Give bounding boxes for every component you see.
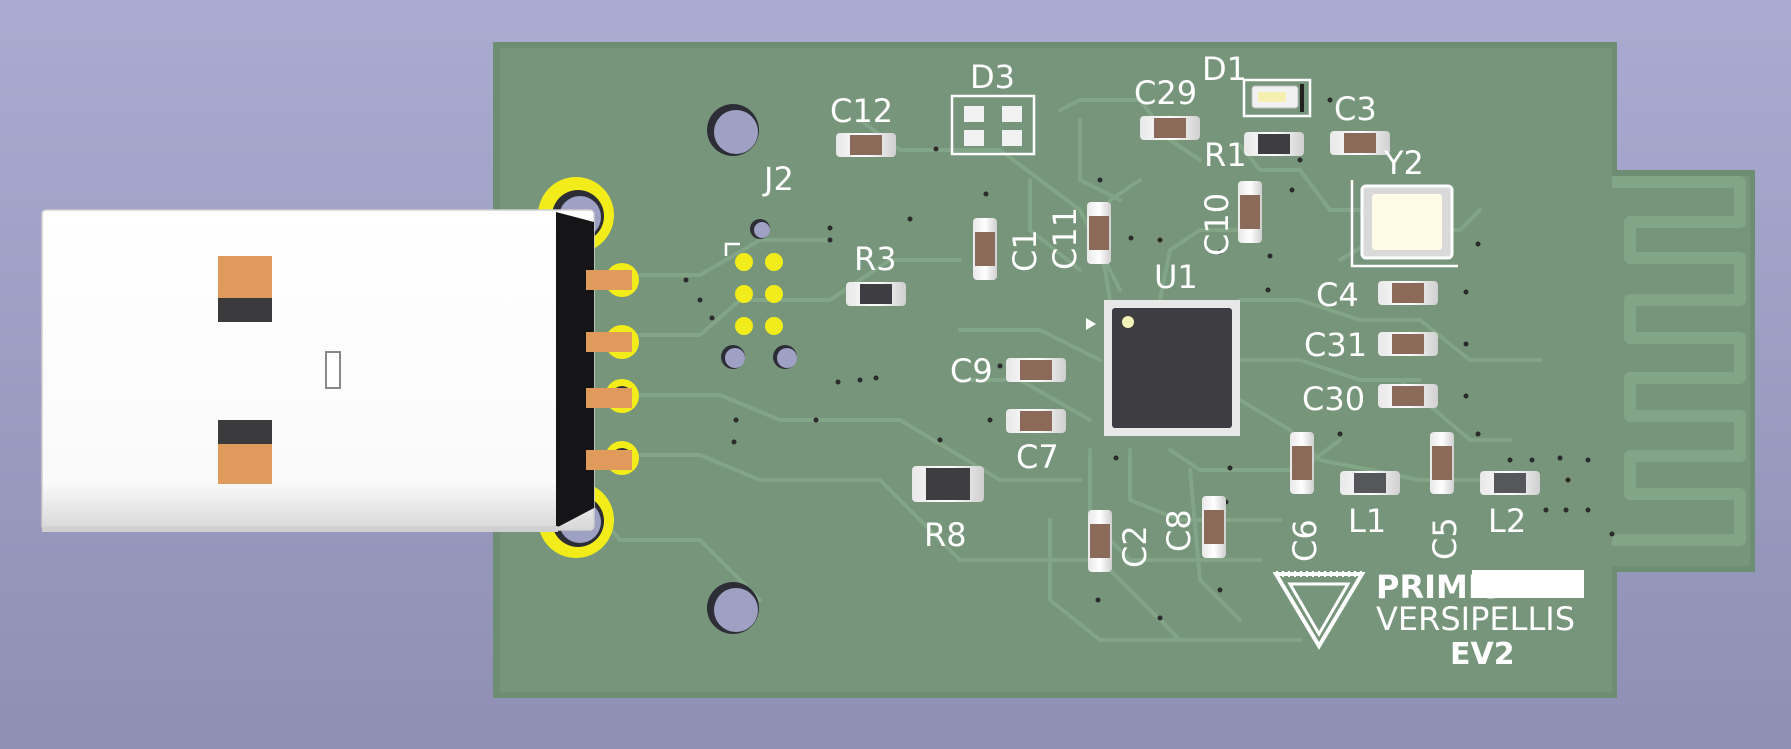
- board-logo: PRIMIS VERSIPELLIS EV2: [1272, 568, 1584, 672]
- u1-chip: [1086, 300, 1240, 436]
- mounting-holes: [707, 104, 797, 634]
- logo-line1: PRIMIS: [1376, 568, 1503, 606]
- label-c9: C9: [950, 352, 993, 390]
- label-c11: C11: [1046, 207, 1084, 270]
- label-j2: J2: [762, 160, 794, 198]
- label-d3: D3: [970, 58, 1015, 96]
- d3-component: [950, 94, 1036, 156]
- vias: [683, 97, 1615, 621]
- label-c4: C4: [1316, 276, 1359, 314]
- label-c12: C12: [830, 92, 893, 130]
- label-r3: R3: [854, 240, 897, 278]
- label-c30: C30: [1302, 380, 1365, 418]
- label-u1: U1: [1154, 258, 1198, 296]
- logo-line3: EV2: [1450, 637, 1515, 672]
- label-c5: C5: [1426, 517, 1464, 560]
- logo-line2: VERSIPELLIS: [1376, 600, 1575, 638]
- label-c8: C8: [1160, 509, 1198, 552]
- label-l2: L2: [1488, 502, 1526, 540]
- label-c31: C31: [1304, 326, 1367, 364]
- usb-a-connector: [41, 209, 632, 532]
- label-c1: C1: [1006, 229, 1044, 272]
- label-c6: C6: [1286, 519, 1324, 562]
- label-r1: R1: [1204, 136, 1247, 174]
- label-c10: C10: [1198, 193, 1236, 256]
- label-l1: L1: [1348, 502, 1386, 540]
- antenna-trace: [1612, 176, 1746, 546]
- silkscreen-labels: D3 D1 C12 C29 C3 R1 Y2 J2 C10 C11 C1 R3 …: [762, 50, 1526, 568]
- label-c7: C7: [1016, 438, 1059, 476]
- y2-crystal: [1350, 180, 1458, 268]
- label-r8: R8: [924, 516, 967, 554]
- label-c3: C3: [1334, 90, 1377, 128]
- label-c29: C29: [1134, 74, 1197, 112]
- label-d1: D1: [1202, 50, 1247, 88]
- passive-components: [836, 116, 1540, 572]
- j2-pads: [735, 253, 783, 335]
- label-y2: Y2: [1383, 144, 1424, 182]
- label-c2: C2: [1116, 525, 1154, 568]
- j2-pin1-marker: [724, 242, 740, 256]
- d1-led: [1242, 78, 1312, 118]
